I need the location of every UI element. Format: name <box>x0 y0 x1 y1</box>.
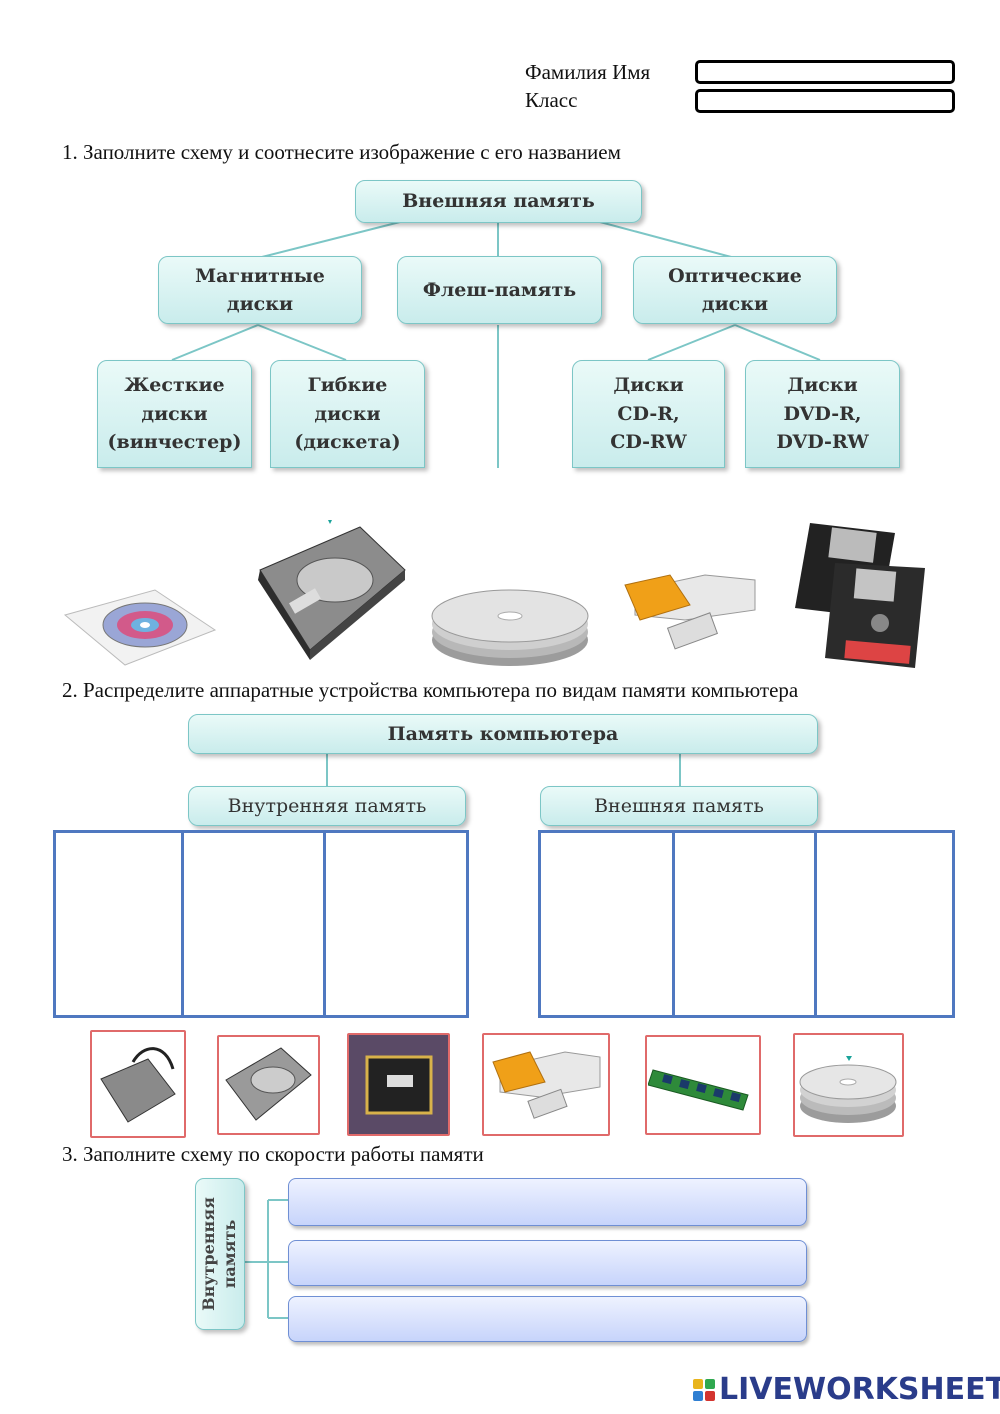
question-1-title: 1. Заполните схему и соотнесите изображе… <box>62 140 621 164</box>
hard-disks-box: Жесткие диски (винчестер) <box>97 360 252 468</box>
external-memory-box: Внешняя память <box>540 786 818 826</box>
speed-level-3-field[interactable] <box>288 1296 807 1342</box>
flash-memory-box: Флеш-память <box>397 256 602 324</box>
q1-connector-lines <box>171 221 821 468</box>
internal-memory-vertical-label: Внутренняя память <box>199 1197 239 1311</box>
hard-drive-image[interactable] <box>250 515 410 665</box>
external-memory-label: Внешняя память <box>594 794 764 817</box>
internal-memory-box: Внутренняя память <box>188 786 466 826</box>
q1-root-label: Внешняя память <box>402 190 595 213</box>
q2-connector-lines <box>326 753 681 786</box>
external-drop-zone-1[interactable] <box>538 830 675 1018</box>
magnetic-disks-box: Магнитные диски <box>158 256 362 324</box>
speed-level-2-field[interactable] <box>288 1240 807 1286</box>
flash-memory-label: Флеш-память <box>422 278 577 301</box>
usb-flash-image[interactable] <box>615 565 765 660</box>
q2-root-label: Память компьютера <box>387 722 619 745</box>
question-2-title: 2. Распределите аппаратные устройства ко… <box>62 678 799 702</box>
cd-disks-label: Диски CD-R, CD-RW <box>610 374 687 454</box>
floppy-disks-box: Гибкие диски (дискета) <box>270 360 425 468</box>
optical-disks-box: Оптические диски <box>633 256 837 324</box>
hard-disks-label: Жесткие диски (винчестер) <box>107 374 242 454</box>
internal-drop-zone-3[interactable] <box>323 830 469 1018</box>
external-hdd-image[interactable] <box>90 1030 186 1138</box>
floppy-disks-image[interactable] <box>785 518 935 668</box>
ram-module-image[interactable] <box>645 1035 761 1135</box>
name-label: Фамилия Имя <box>525 60 651 84</box>
liveworksheets-logo: LIVEWORKSHEETS <box>693 1372 1000 1407</box>
magnetic-disks-label: Магнитные диски <box>195 264 325 316</box>
q1-root-box: Внешняя память <box>355 180 642 223</box>
cd-case-image[interactable] <box>60 570 220 670</box>
name-input[interactable] <box>695 60 955 84</box>
internal-memory-label: Внутренняя память <box>227 794 427 817</box>
dvd-disks-box: Диски DVD-R, DVD-RW <box>745 360 900 468</box>
class-input[interactable] <box>695 89 955 113</box>
class-label: Класс <box>525 88 578 112</box>
floppy-disks-label: Гибкие диски (дискета) <box>294 374 401 454</box>
usb-flash-small-image[interactable] <box>482 1033 610 1136</box>
cd-disks-box: Диски CD-R, CD-RW <box>572 360 725 468</box>
question-3-title: 3. Заполните схему по скорости работы па… <box>62 1142 484 1166</box>
external-drop-zone-3[interactable] <box>814 830 955 1018</box>
liveworksheets-logo-icon <box>693 1378 715 1401</box>
optical-disks-label: Оптические диски <box>668 264 802 316</box>
external-drop-zone-2[interactable] <box>672 830 817 1018</box>
internal-memory-vertical-box: Внутренняя память <box>195 1178 245 1330</box>
liveworksheets-logo-text: LIVEWORKSHEETS <box>719 1372 1000 1407</box>
chip-image[interactable] <box>347 1033 450 1136</box>
internal-drop-zone-1[interactable] <box>53 830 184 1018</box>
disc-stack-small-image[interactable] <box>793 1033 904 1137</box>
speed-level-1-field[interactable] <box>288 1178 807 1226</box>
q2-root-box: Память компьютера <box>188 714 818 754</box>
dvd-disks-label: Диски DVD-R, DVD-RW <box>776 374 869 454</box>
disc-stack-image[interactable] <box>430 570 595 670</box>
hard-drive-small-image[interactable] <box>217 1035 320 1135</box>
